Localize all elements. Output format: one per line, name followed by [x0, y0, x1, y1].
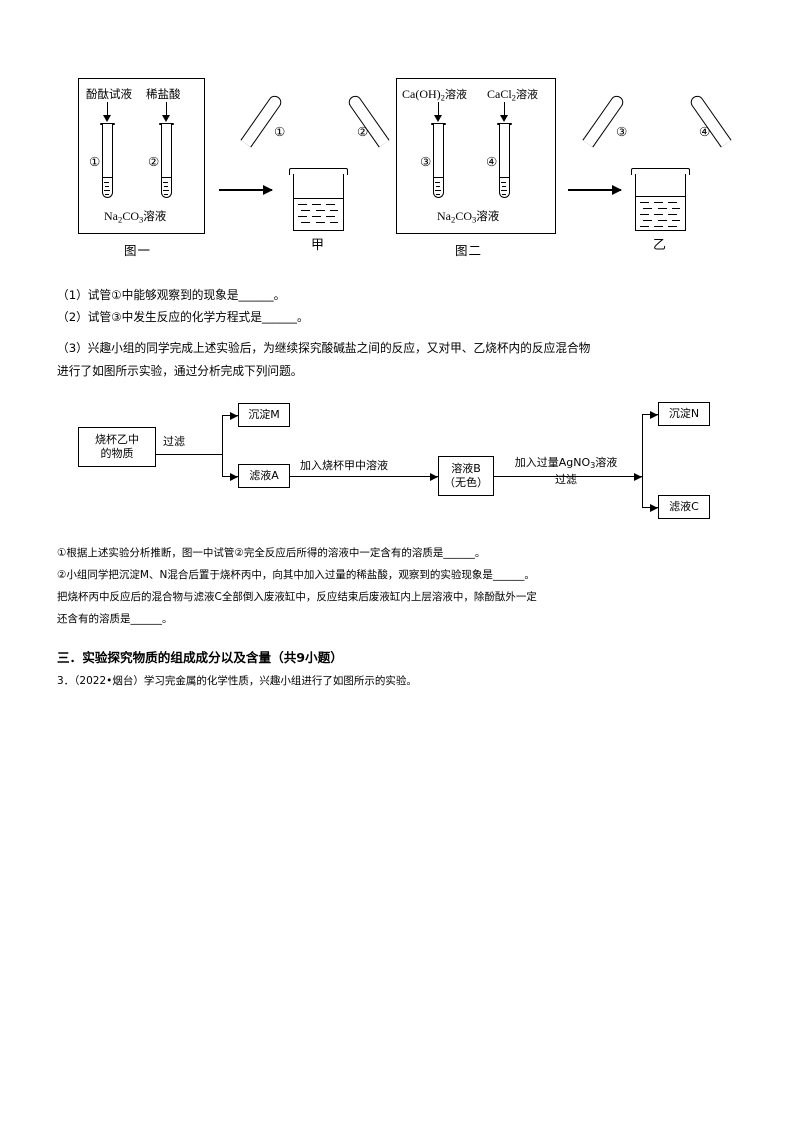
flow-label-add-agno3: 加入过量AgNO3溶液	[498, 455, 634, 473]
flow-box-filtrate-a: 滤液A	[238, 464, 290, 488]
tube-number-2: ②	[148, 154, 160, 169]
flow-box-precip-m: 沉淀M	[238, 403, 290, 427]
tube-number-1: ①	[89, 154, 101, 169]
pour-arrow-icon-4	[503, 102, 506, 116]
flow-box-precip-n: 沉淀N	[658, 402, 710, 426]
panel-one-solution-label: Na2CO3溶液	[104, 209, 167, 225]
tube-liquid-2	[161, 177, 171, 197]
reagent-label-calcium-chloride: CaCl2溶液	[487, 87, 538, 103]
flow-box-source: 烧杯乙中 的物质	[78, 427, 156, 467]
tube-number-4: ④	[486, 154, 498, 169]
beaker-jia	[289, 168, 348, 231]
test-tube-2	[160, 124, 172, 198]
section-item-3: 3．（2022•烟台）学习完金属的化学性质，兴趣小组进行了如图所示的实验。	[57, 675, 417, 687]
flow-arrow-to-filtrate-c	[650, 503, 658, 512]
flow-label-filter-1: 过滤	[163, 434, 185, 449]
figure-caption-one: 图一	[124, 243, 152, 258]
flow-arrow-to-precip-n	[650, 410, 658, 419]
flow-label-filter-2: 过滤	[498, 472, 634, 487]
reagent-label-phenolphthalein: 酚酞试液	[86, 87, 132, 101]
flow-arrow-to-filtrate-a	[230, 472, 238, 481]
process-arrow-1	[219, 189, 272, 191]
beaker-jia-caption: 甲	[311, 238, 325, 253]
question-3-line-1: （3）兴趣小组的同学完成上述实验后，为继续探究酸碱盐之间的反应，又对甲、乙烧杯内…	[57, 341, 591, 355]
pour-arrow-icon-3	[437, 102, 440, 116]
flow-split-bar-2	[642, 414, 644, 508]
beaker-two-tube-number-3: ③	[616, 124, 628, 139]
sub-question-1: ①根据上述实验分析推断，图一中试管②完全反应后所得的溶液中一定含有的溶质是___…	[57, 547, 486, 559]
flowchart: 烧杯乙中 的物质 过滤 沉淀M 滤液A 加入烧杯甲中溶液 溶液B （无色）	[0, 398, 794, 526]
sub-question-2-line-1: ②小组同学把沉淀M、N混合后置于烧杯丙中，向其中加入过量的稀盐酸，观察到的实验现…	[57, 569, 535, 581]
flow-split-bar-1	[222, 415, 224, 477]
test-tube-3	[432, 124, 444, 198]
question-2: （2）试管③中发生反应的化学方程式是______。	[57, 310, 309, 324]
flow-line-a-to-b	[290, 476, 438, 478]
pour-arrow-icon-1	[106, 102, 109, 116]
process-arrow-2	[568, 189, 621, 191]
tube-liquid-1	[102, 177, 112, 197]
beaker-yi-caption: 乙	[653, 238, 667, 253]
sub-question-2-line-2: 把烧杯丙中反应后的混合物与滤液C全部倒入废液缸中，反应结束后废液缸内上层溶液中，…	[57, 591, 537, 603]
reagent-label-dilute-hcl: 稀盐酸	[146, 87, 181, 101]
flow-box-solution-b: 溶液B （无色）	[438, 456, 494, 496]
tilted-test-tube-2	[346, 93, 391, 148]
tilted-test-tube-1	[239, 93, 284, 148]
figure-area: 酚酞试液 稀盐酸 ① ②	[0, 60, 794, 278]
figure-panel-one	[78, 78, 205, 234]
test-tube-1	[101, 124, 113, 198]
flow-arrow-to-precip-m	[230, 411, 238, 420]
flow-line-source-out	[156, 454, 222, 456]
tilted-test-tube-4	[688, 93, 733, 148]
panel-two-solution-label: Na2CO3溶液	[437, 209, 500, 225]
reagent-label-calcium-hydroxide: Ca(OH)2溶液	[402, 87, 467, 103]
tube-liquid-4	[499, 177, 509, 197]
sub-question-2-line-3: 还含有的溶质是______。	[57, 613, 173, 625]
test-tube-4	[498, 124, 510, 198]
flow-arrow-a-to-b	[430, 472, 438, 481]
figure-panel-two	[396, 78, 556, 234]
tilted-test-tube-3	[581, 93, 626, 148]
beaker-yi-liquid	[636, 196, 685, 230]
flow-box-filtrate-c: 滤液C	[658, 495, 710, 519]
question-3-line-2: 进行了如图所示实验，通过分析完成下列问题。	[57, 364, 303, 378]
beaker-jia-liquid	[294, 198, 343, 230]
question-1: （1）试管①中能够观察到的现象是______。	[57, 288, 286, 302]
beaker-yi	[631, 168, 690, 231]
beaker-two-tube-number-4: ④	[699, 124, 711, 139]
beaker-one-tube-number-2: ②	[357, 124, 369, 139]
tube-liquid-3	[433, 177, 443, 197]
tube-number-3: ③	[420, 154, 432, 169]
pour-arrow-icon-2	[165, 102, 168, 116]
flow-arrow-b-to-split	[634, 472, 642, 481]
flow-line-b-to-split	[494, 476, 642, 478]
section-heading: 三．实验探究物质的组成成分以及含量（共9小题）	[57, 650, 343, 665]
flow-label-add-jia-solution: 加入烧杯甲中溶液	[300, 458, 388, 473]
figure-caption-two: 图二	[455, 243, 483, 258]
beaker-one-tube-number-1: ①	[274, 124, 286, 139]
